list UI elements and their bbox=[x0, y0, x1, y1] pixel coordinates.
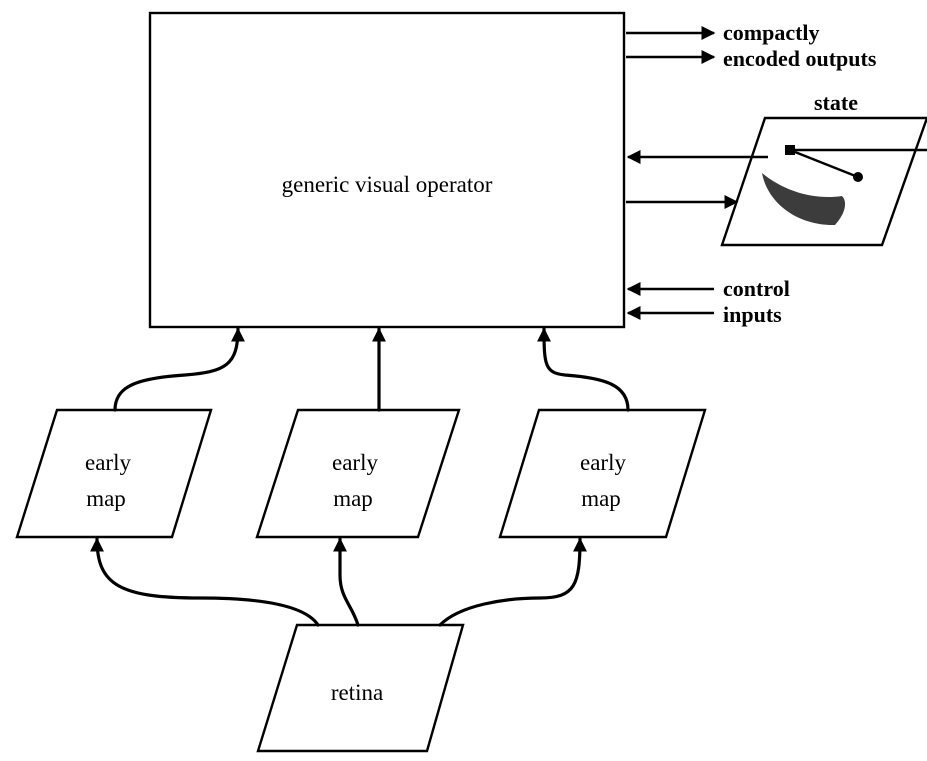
early-map-2-label-line-1: early bbox=[332, 450, 378, 475]
early-map-3-label-line-2: map bbox=[581, 486, 621, 511]
map-to-operator-arrows bbox=[113, 327, 630, 412]
retina-box bbox=[256, 623, 465, 753]
output-arrows bbox=[626, 26, 716, 64]
retina-to-map-arrows bbox=[90, 537, 587, 627]
input-label-line-1: control bbox=[723, 276, 790, 301]
early-map-3-label-line-1: early bbox=[580, 450, 626, 475]
early-map-1-label-line-2: map bbox=[86, 486, 126, 511]
retina-label: retina bbox=[331, 680, 383, 705]
state-box bbox=[720, 116, 927, 247]
control-input-arrows bbox=[626, 282, 714, 320]
early-map-1-box bbox=[15, 408, 213, 539]
retina-to-map-2-arrow bbox=[333, 537, 360, 627]
operator-box bbox=[148, 11, 626, 329]
operator-label: generic visual operator bbox=[282, 172, 493, 197]
output-label-line-2: encoded outputs bbox=[723, 46, 877, 71]
early-map-1-label-line-1: early bbox=[85, 450, 131, 475]
retina-to-map-1-arrow bbox=[90, 537, 320, 627]
input-label-line-2: inputs bbox=[723, 302, 782, 327]
early-map-3-box bbox=[498, 408, 707, 539]
state-glyph bbox=[762, 145, 927, 226]
early-map-2-label-line-2: map bbox=[333, 486, 373, 511]
map-1-to-operator-arrow bbox=[113, 327, 245, 412]
state-shaded-region bbox=[762, 173, 846, 226]
early-map-2-box bbox=[255, 408, 461, 539]
state-label: state bbox=[814, 90, 858, 115]
retina-to-map-3-arrow bbox=[438, 537, 587, 627]
map-3-to-operator-arrow bbox=[537, 327, 630, 412]
output-label-line-1: compactly bbox=[723, 20, 820, 45]
